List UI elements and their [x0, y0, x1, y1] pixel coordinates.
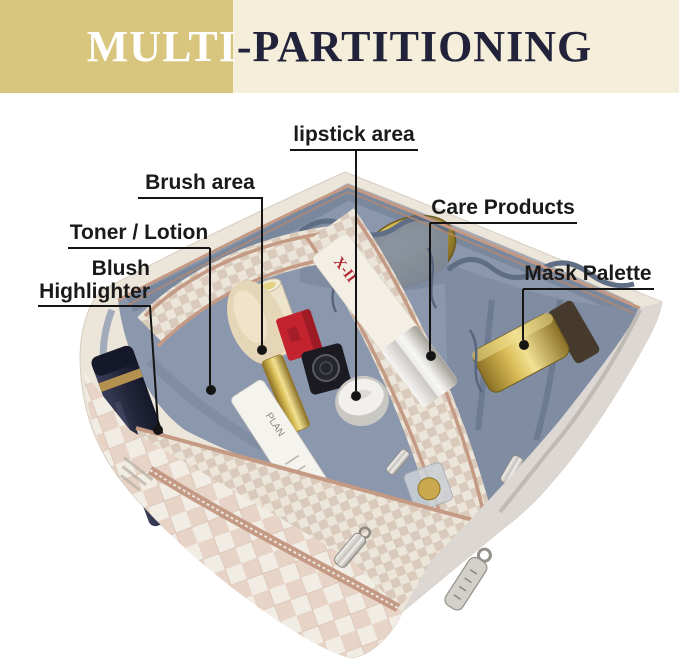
callout-blush-pointer [38, 305, 163, 435]
pocket-cord [468, 329, 484, 393]
title-banner: MULTI-PARTITIONING [0, 0, 679, 93]
ridge-trim-rose-inner [125, 191, 634, 314]
gold-mask-palette [472, 312, 570, 393]
right-shell [402, 302, 662, 612]
zipper-pull-center [334, 526, 372, 568]
label-care-products: Care Products [431, 196, 575, 219]
page-title-left: MULTI [86, 22, 237, 71]
banner-gold-block [0, 0, 233, 93]
silver-jar [335, 375, 389, 427]
pocket-scallop-edge [446, 257, 635, 289]
makeup-brush [227, 280, 310, 434]
zipper-teeth [149, 469, 399, 609]
front-lining-trim [135, 426, 481, 524]
red-lipstick [276, 309, 323, 361]
label-mask-palette: Mask Palette [524, 262, 652, 285]
label-blush-highlighter: Blush Highlighter [39, 257, 150, 303]
label-lipstick-area: lipstick area [293, 123, 415, 146]
interior-crease [146, 356, 265, 451]
banner-cream-block [233, 0, 679, 93]
page-title: MULTI-PARTITIONING [0, 0, 679, 93]
glass-perfume-bottle [403, 462, 454, 512]
metal-clip [385, 448, 411, 476]
page-title-right: -PARTITIONING [236, 22, 593, 71]
label-brush-area: Brush area [145, 171, 255, 194]
label-toner-lotion: Toner / Lotion [69, 221, 209, 244]
label-blush-line2: Highlighter [39, 280, 150, 303]
callout-toner-pointer [68, 247, 216, 395]
dark-mask-palette [548, 300, 600, 364]
front-lining-panel [136, 428, 480, 608]
callout-care-pointer [426, 222, 577, 361]
callout-mask-pointer [519, 288, 654, 350]
front-leather-panel [84, 372, 402, 658]
black-compact [301, 343, 352, 395]
embossed-logo [119, 456, 154, 492]
right-shell-piping [498, 309, 642, 514]
ridge-trim-rose [117, 184, 641, 310]
drawstring-scallop-edge [298, 215, 450, 238]
callout-lipstick-pointer [290, 149, 418, 401]
label-blush-line1: Blush [91, 257, 150, 280]
white-essence-bottle: X-II [312, 233, 458, 407]
zipper-pull-tag [444, 547, 492, 611]
right-pockets [445, 257, 638, 516]
callout-brush-pointer [138, 197, 267, 355]
